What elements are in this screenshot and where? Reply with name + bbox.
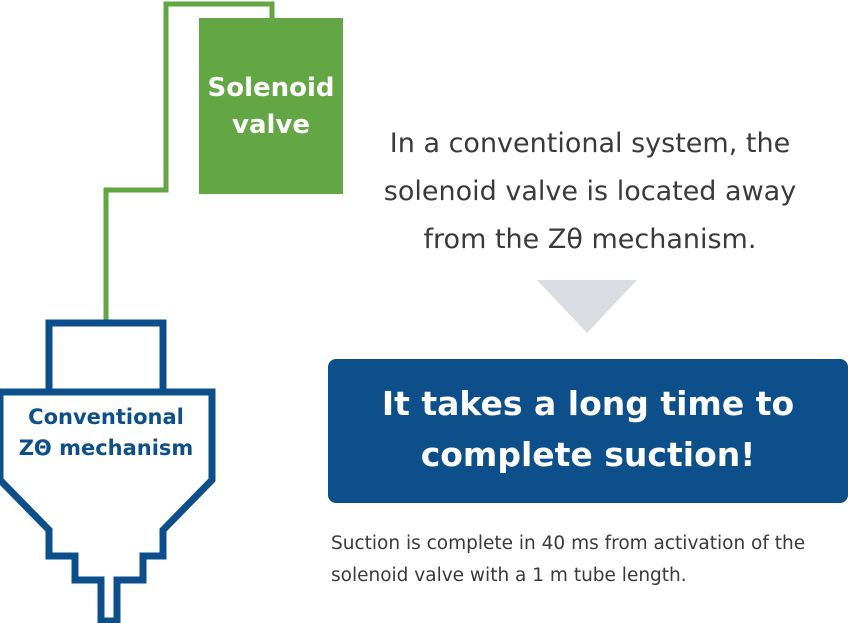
mechanism-outline [0, 319, 216, 623]
tube-line-outer [103, 1, 275, 320]
callout-text: It takes a long time to complete suction… [381, 384, 795, 474]
solenoid-valve-box [199, 18, 343, 194]
down-arrow [537, 280, 637, 333]
mechanism-label: Conventional ZΘ mechanism [10, 402, 202, 464]
callout-box [328, 359, 848, 503]
description-text: In a conventional system, the solenoid v… [383, 128, 797, 255]
note-text: Suction is complete in 40 ms from activa… [331, 533, 806, 586]
solenoid-valve-label: Solenoid valve [207, 73, 335, 140]
